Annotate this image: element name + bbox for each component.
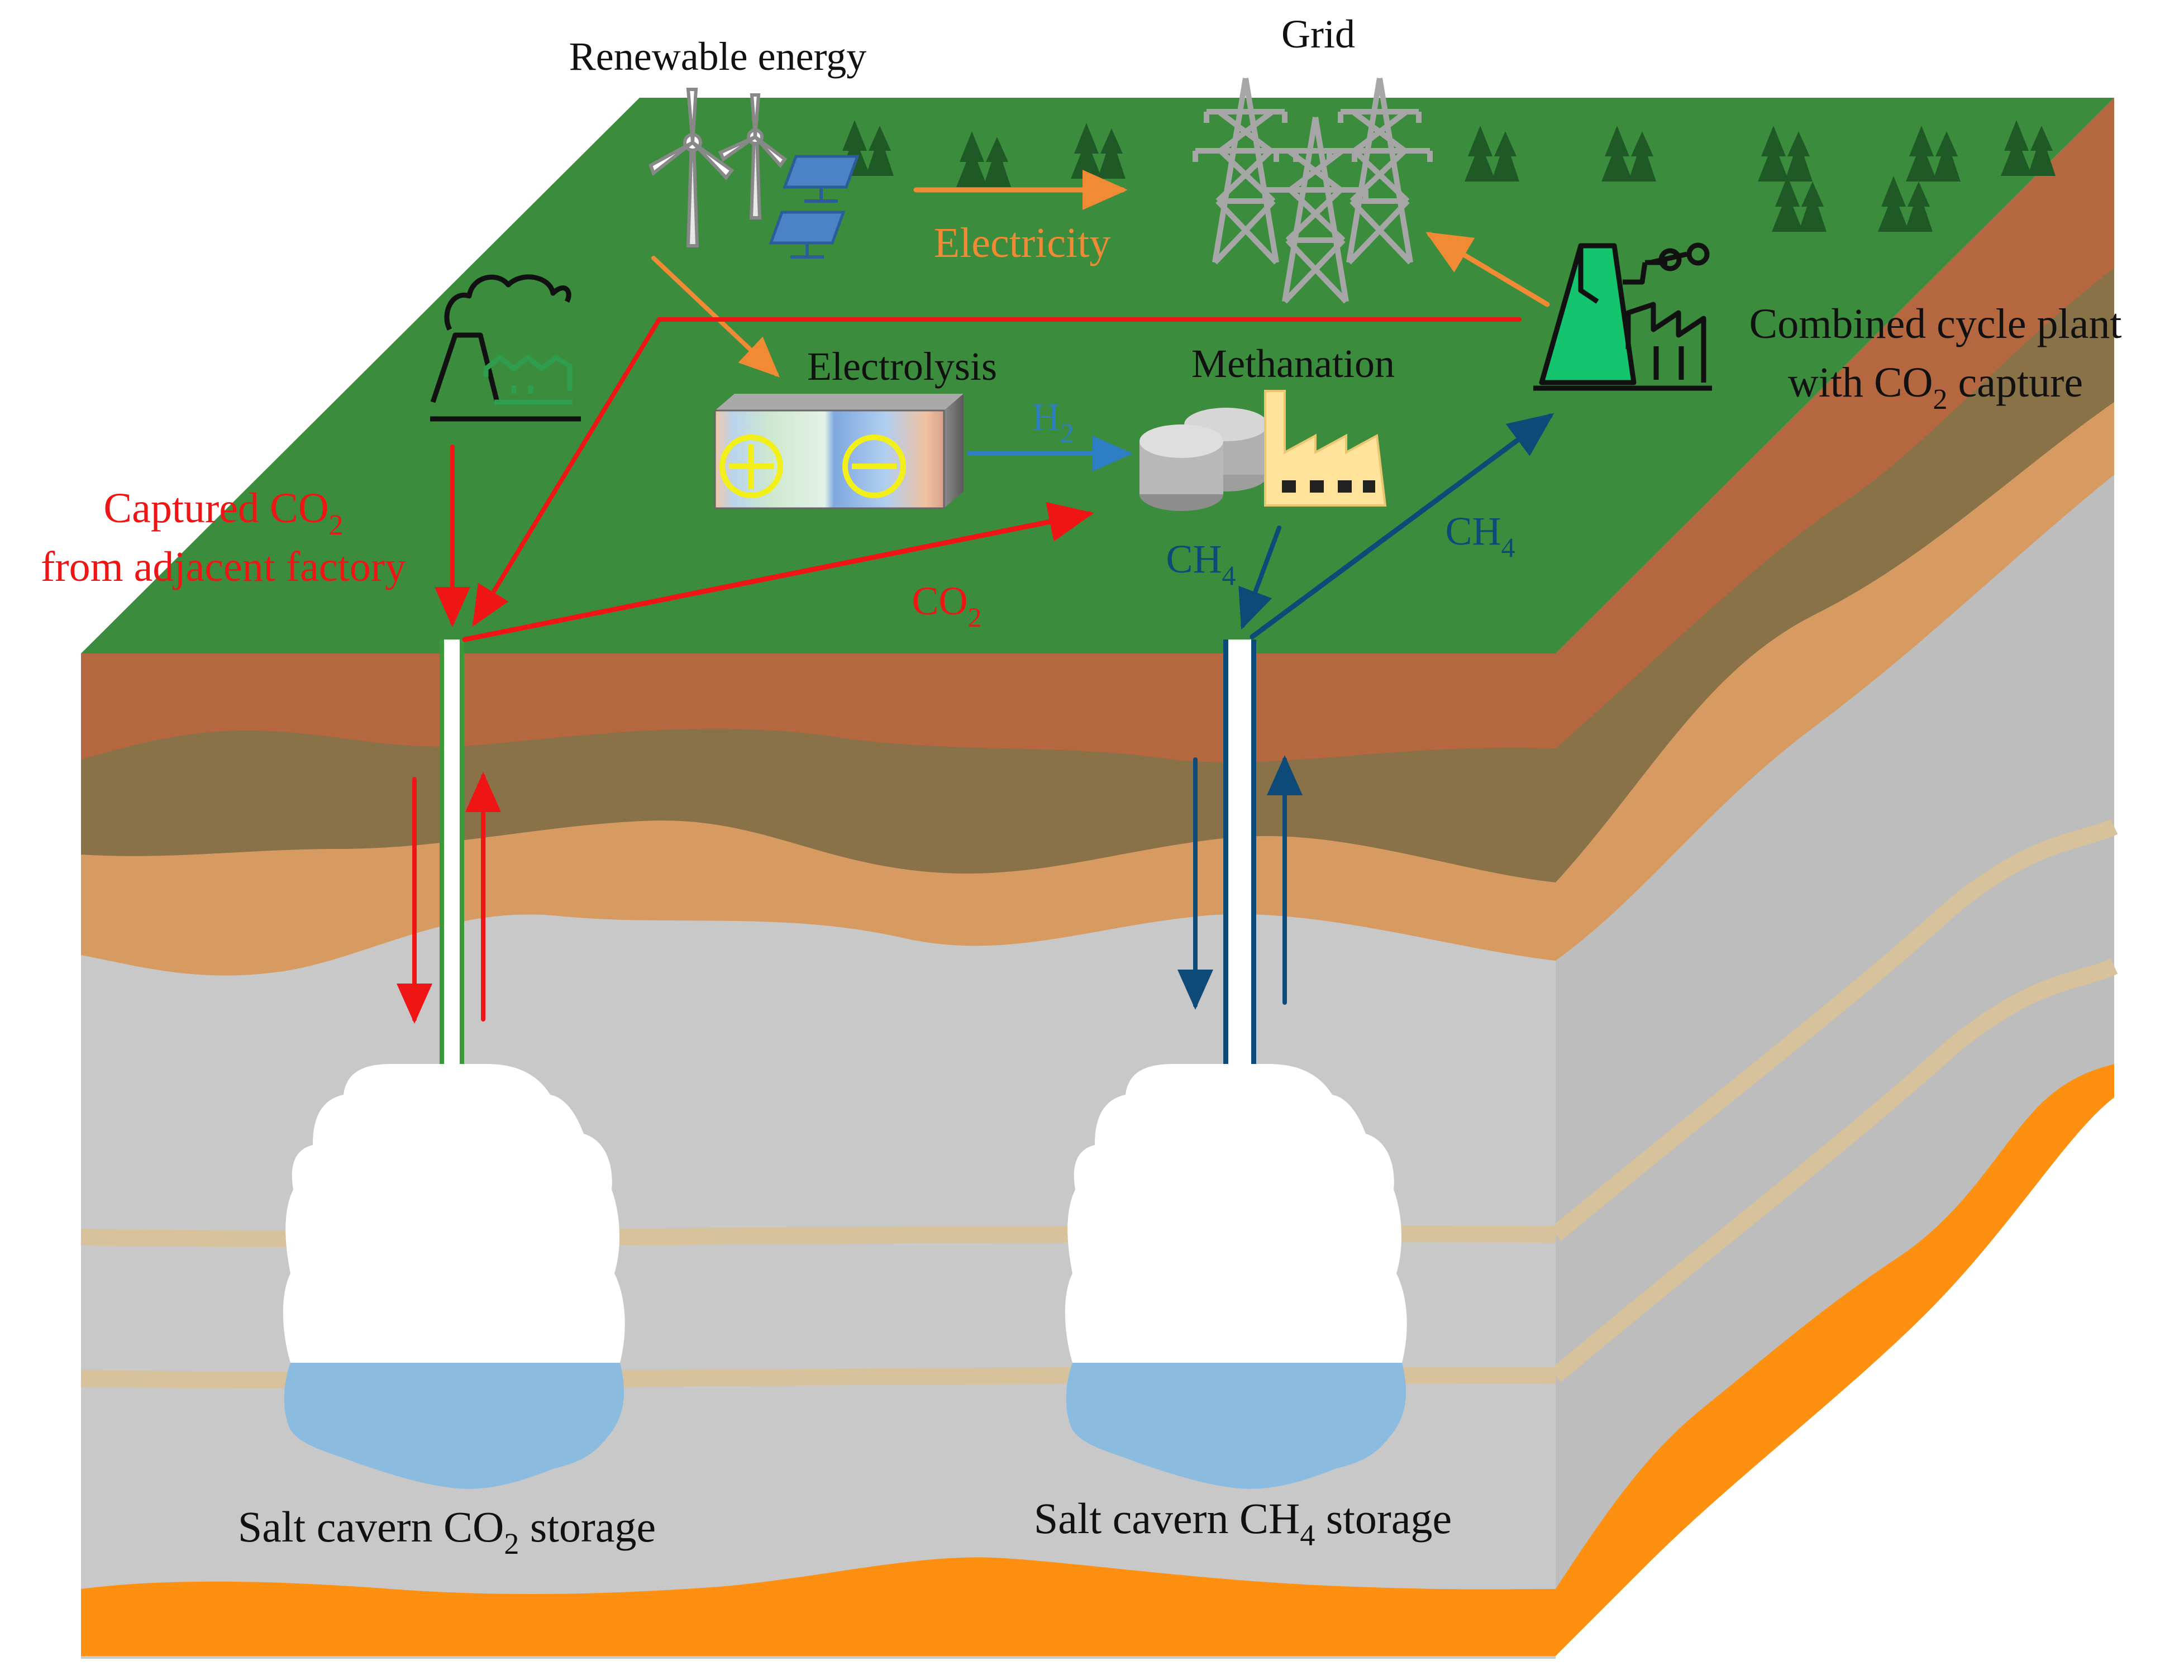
tree-icon <box>1601 126 1656 182</box>
plant-to-grid-arrow <box>1425 232 1550 307</box>
anode-plus-icon <box>719 435 783 498</box>
side-soil-tan <box>1556 402 2114 961</box>
electrolysis-label: Electrolysis <box>807 344 997 389</box>
solar-panel-icon <box>783 155 860 203</box>
ch4-storage-label: Salt cavern CH4 storage <box>1034 1494 1452 1552</box>
methanation-to-ch4-well-arrow <box>1238 526 1281 630</box>
transmission-tower-icon <box>1193 78 1433 304</box>
captured-co2-label-line1: Captured CO2 <box>103 485 343 541</box>
renewable-energy-label: Renewable energy <box>569 34 866 79</box>
tree-icon <box>1878 176 1933 232</box>
side-soil-dark <box>1556 268 2114 882</box>
ground-surface <box>81 98 2114 653</box>
co2-salt-cavern <box>283 1064 625 1489</box>
ch4-well-pipe <box>1223 639 1256 1064</box>
solar-panel-icon <box>769 211 846 259</box>
co2-storage-label: Salt cavern CO2 storage <box>238 1502 656 1560</box>
ch4-to-plant-arrow <box>1250 413 1554 639</box>
h2-label: H2 <box>1032 396 1074 448</box>
electrolyzer-cell-icon <box>714 394 964 509</box>
plant-co2-return-arrow <box>472 317 1522 627</box>
wind-turbine-icon <box>718 93 788 219</box>
combined-cycle-label-line1: Combined cycle plant <box>1749 300 2122 347</box>
side-face <box>1550 98 2118 1656</box>
tree-icon <box>1465 126 1519 182</box>
ch4-salt-cavern <box>1065 1064 1407 1489</box>
tree-icon <box>956 131 1011 187</box>
tree-icons <box>839 120 2056 232</box>
captured-co2-label-line2: from adjacent factory <box>41 543 406 590</box>
flow-arrows <box>397 170 1554 1024</box>
co2-cavern-brine <box>284 1363 624 1489</box>
tree-icon <box>1772 176 1827 232</box>
storage-tank-icon <box>1139 408 1268 511</box>
tree-icon <box>1758 126 1813 182</box>
co2-well-pipe <box>440 639 464 1064</box>
electricity-label: Electricity <box>934 219 1111 266</box>
co2-flow-label: CO2 <box>912 579 981 633</box>
labels: Renewable energy Grid Electricity Electr… <box>41 12 2122 1560</box>
tree-icon <box>1071 123 1126 179</box>
grid-label: Grid <box>1281 12 1355 56</box>
tree-icon <box>1906 126 1961 182</box>
ch4-cavern-brine <box>1066 1363 1406 1489</box>
side-seam-upper <box>1550 819 2118 1241</box>
front-magma-layer <box>81 1557 1556 1656</box>
combined-cycle-label-line2: with CO2 capture <box>1788 359 2083 416</box>
wind-turbine-icon <box>648 88 735 247</box>
ch4-flow-label-left: CH4 <box>1166 537 1236 591</box>
renewable-to-electrolysis-arrow <box>651 256 780 378</box>
factory-icon <box>430 274 581 422</box>
tree-icon <box>2001 120 2056 176</box>
combined-cycle-plant-icon <box>1533 242 1712 391</box>
methanation-label: Methanation <box>1191 341 1395 386</box>
side-seam-lower <box>1550 958 2118 1382</box>
co2-to-methanation-arrow <box>462 502 1094 642</box>
cathode-minus-icon <box>842 435 906 498</box>
side-magma <box>1556 1064 2114 1656</box>
methanation-factory-icon <box>1264 390 1387 507</box>
ch4-flow-label-right: CH4 <box>1445 509 1515 563</box>
